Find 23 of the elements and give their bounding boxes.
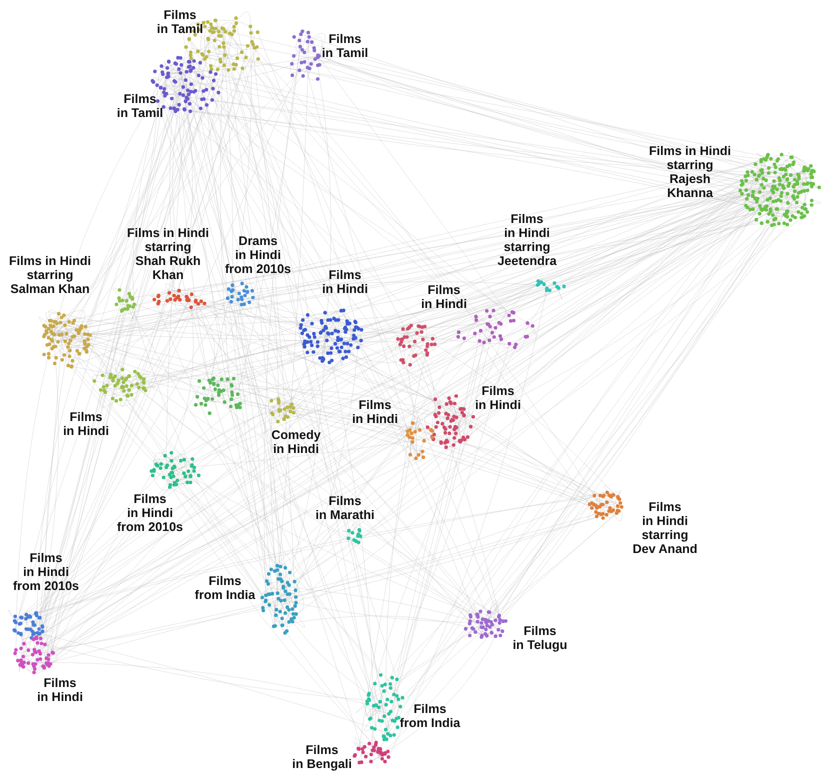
cluster-label: Films in Hindi starring Salman Khan <box>9 254 91 296</box>
cluster-label: Films in Telugu <box>512 624 568 652</box>
cluster-label: Films in Hindi starring Dev Anand <box>632 500 698 556</box>
cluster-label: Films in Hindi <box>322 268 368 296</box>
cluster-label: Films in Hindi from 2010s <box>117 492 183 534</box>
cluster-label: Films in Hindi <box>475 384 521 412</box>
cluster-label: Comedy in Hindi <box>271 428 321 456</box>
cluster-label: Films in Hindi starring Shah Rukh Khan <box>127 226 209 282</box>
cluster-label: Films from India <box>400 702 460 730</box>
cluster-label: Films from India <box>194 574 256 602</box>
cluster-label: Films in Bengali <box>292 743 352 771</box>
cluster-label: Films in Hindi from 2010s <box>13 551 79 593</box>
cluster-label: Films in Hindi starring Jeetendra <box>497 212 557 268</box>
cluster-label: Films in Hindi <box>63 410 109 438</box>
cluster-label: Films in Tamil <box>156 8 204 36</box>
cluster-label: Films in Hindi <box>421 283 467 311</box>
cluster-label: Films in Tamil <box>322 32 368 60</box>
cluster-label: Films in Marathi <box>315 494 375 522</box>
cluster-label: Films in Hindi starring Rajesh Khanna <box>649 144 731 200</box>
cluster-label: Films in Tamil <box>116 92 164 120</box>
cluster-label: Films in Hindi <box>37 676 83 704</box>
cluster-label: Films in Hindi <box>352 398 398 426</box>
cluster-label: Drams in Hindi from 2010s <box>225 234 291 276</box>
